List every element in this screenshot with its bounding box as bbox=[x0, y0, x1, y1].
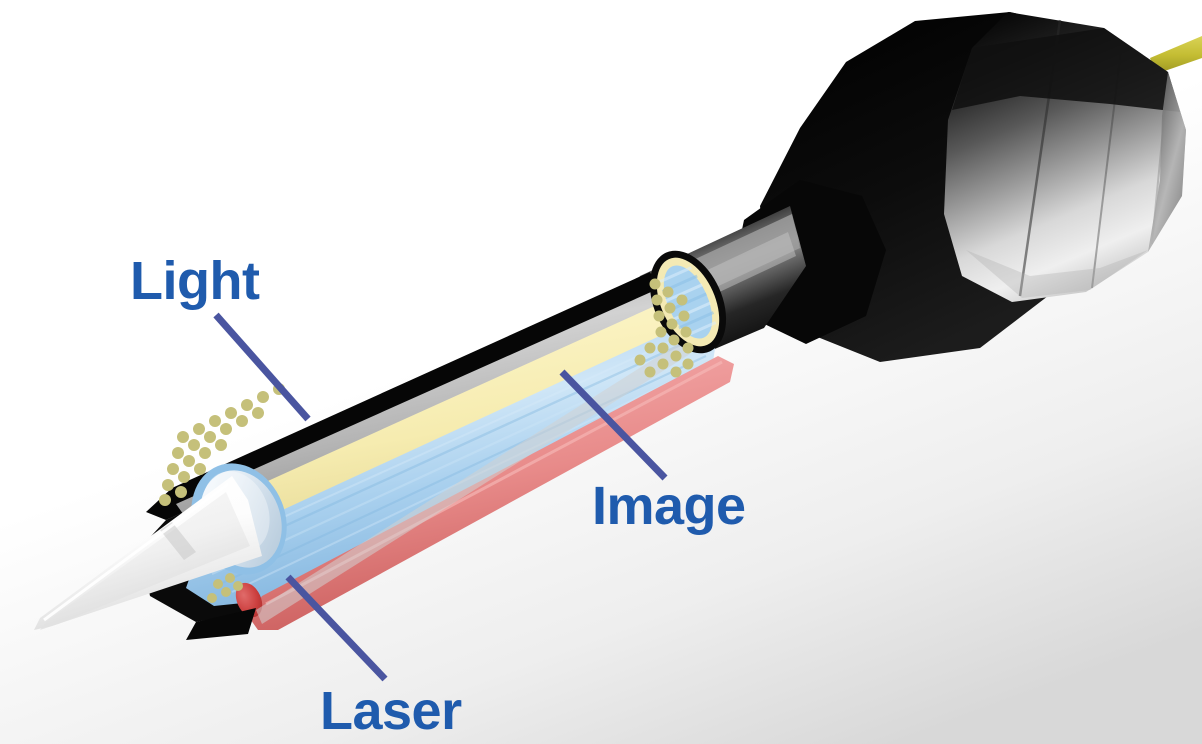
callout-label-image: Image bbox=[592, 476, 746, 536]
leader-line-image bbox=[559, 369, 668, 481]
needle-collar-band bbox=[160, 522, 196, 560]
illumination-fiber-layer bbox=[186, 300, 686, 552]
connector-lower-highlight bbox=[966, 250, 1148, 298]
sheath-bottom-lip bbox=[186, 608, 256, 640]
callout-leaders bbox=[213, 312, 668, 682]
sheath-cut-edge-bottom bbox=[256, 340, 690, 624]
needle-highlight bbox=[43, 482, 229, 622]
callout-label-laser: Laser bbox=[320, 681, 462, 741]
inner-liner-top bbox=[176, 288, 668, 518]
connector-end-face bbox=[1148, 72, 1186, 252]
connector-top-shadow bbox=[952, 28, 1180, 112]
fiber-cross-section-dots bbox=[159, 278, 694, 603]
leader-line-laser bbox=[285, 574, 388, 682]
callout-labels: Light Image Laser bbox=[130, 251, 746, 741]
pigtail-cable bbox=[1150, 36, 1202, 74]
probe-tip-assembly bbox=[34, 463, 287, 630]
callout-label-light: Light bbox=[130, 251, 260, 311]
needle-tip-shade bbox=[40, 492, 250, 630]
outer-sheath-top-edge bbox=[146, 272, 664, 520]
leader-line-light bbox=[213, 312, 311, 422]
connector-assembly bbox=[734, 12, 1202, 362]
